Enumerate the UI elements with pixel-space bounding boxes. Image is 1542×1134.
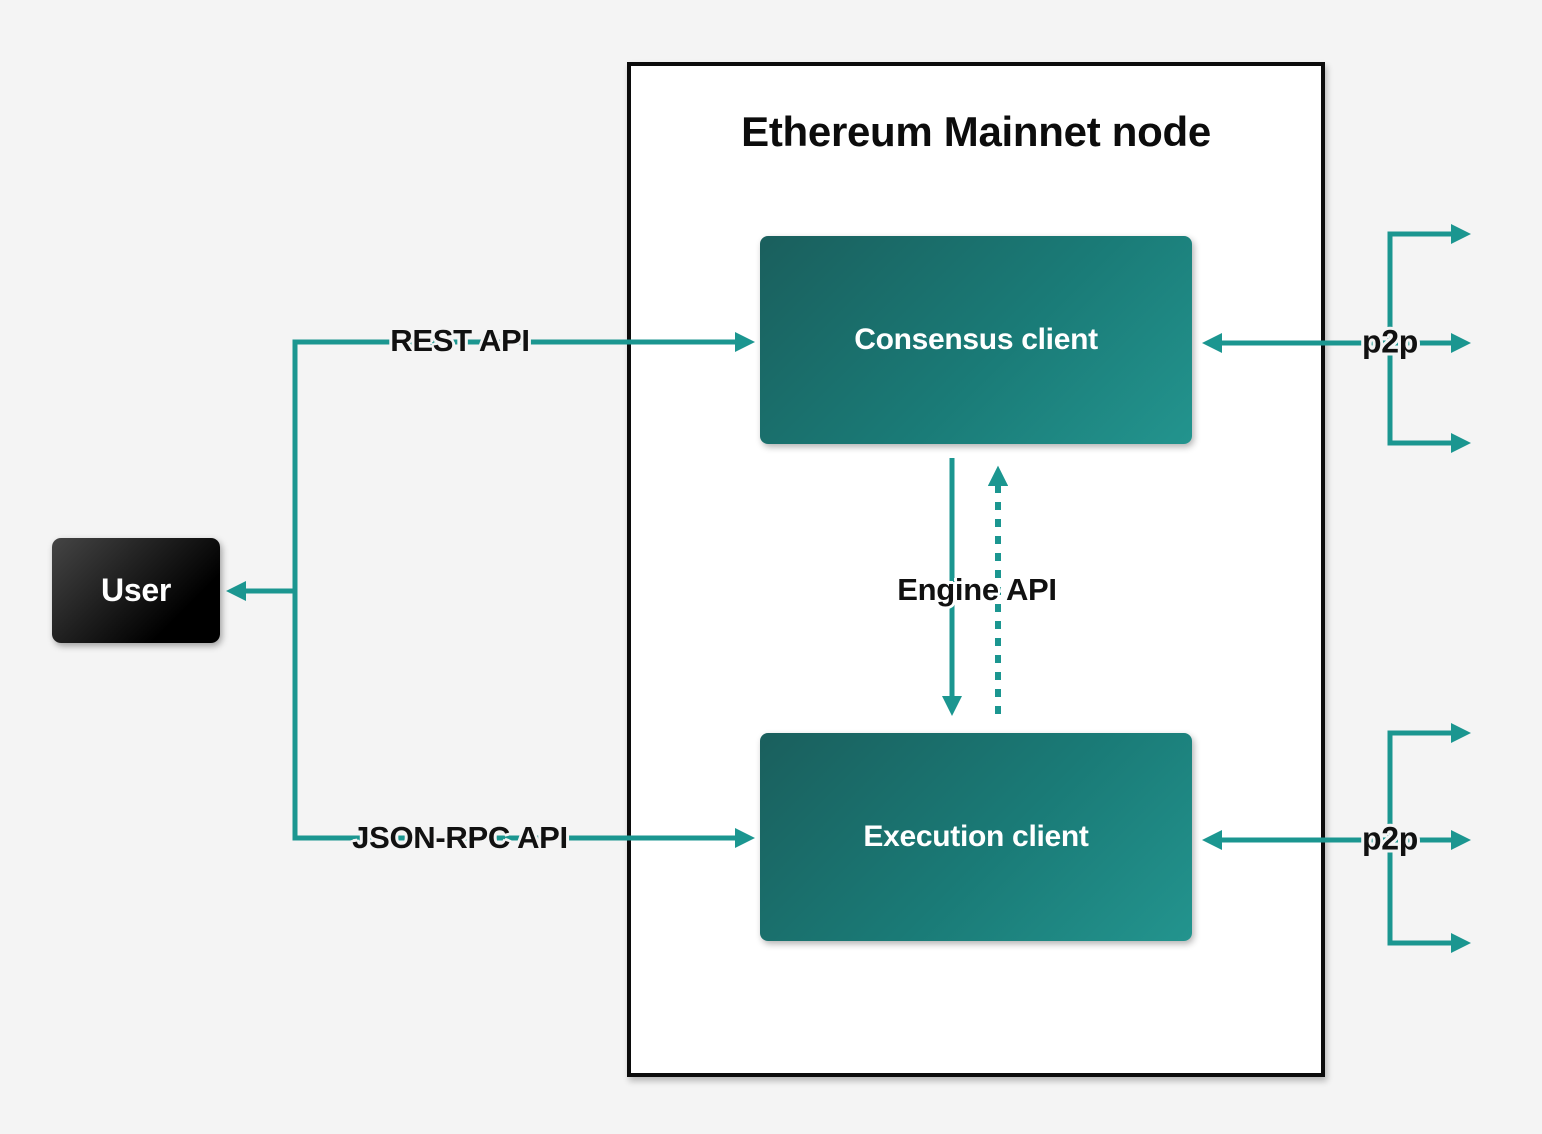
execution-client-label: Execution client [863, 820, 1089, 853]
user-node: User [52, 538, 220, 643]
rest-api-label: REST API [390, 323, 530, 358]
engine-api-label: Engine API [897, 572, 1057, 607]
p2p-bottom-label: p2p [1362, 820, 1418, 857]
p2p-top-label: p2p [1362, 323, 1418, 360]
execution-client-node: Execution client [760, 733, 1192, 941]
json-rpc-api-label: JSON-RPC API [352, 820, 568, 855]
user-label: User [101, 572, 171, 608]
diagram-title: Ethereum Mainnet node [741, 108, 1211, 155]
consensus-client-node: Consensus client [760, 236, 1192, 444]
consensus-client-label: Consensus client [854, 323, 1098, 356]
